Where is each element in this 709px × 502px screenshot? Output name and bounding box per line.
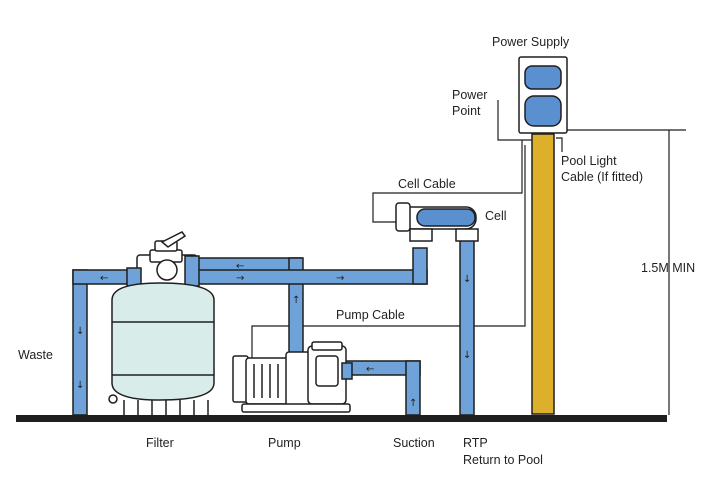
chlorinator-cell <box>395 202 479 242</box>
flow-arrow-return-down-2: ↓ <box>463 350 471 361</box>
flow-arrow-upper-left: ← <box>236 261 244 272</box>
flow-arrow-waste-down-1: ↓ <box>76 326 84 337</box>
power-supply-unit <box>518 56 568 134</box>
label-rtp: RTP <box>463 436 488 450</box>
label-return-to-pool: Return to Pool <box>463 453 543 467</box>
label-waste: Waste <box>18 348 53 362</box>
flow-arrow-pump-up: ↑ <box>292 295 300 306</box>
label-pool-light-line2: Cable (If fitted) <box>561 170 643 184</box>
label-cell-cable: Cell Cable <box>398 177 456 191</box>
cell-cable <box>372 140 523 223</box>
pool-pump <box>232 341 353 413</box>
flow-arrow-return-down-1: ↓ <box>463 274 471 285</box>
flow-arrow-waste-left: ← <box>100 273 108 284</box>
pump-cable <box>251 145 526 358</box>
pool-light-cable <box>556 137 563 152</box>
label-height-min: 1.5M MIN <box>641 261 696 275</box>
label-pump: Pump <box>268 436 301 450</box>
flow-arrow-suction-up: ↑ <box>409 398 417 409</box>
plumbing-pipes <box>72 239 475 416</box>
ground-line <box>16 415 667 422</box>
filter-tank <box>108 282 215 415</box>
flow-arrow-lower-right-2: → <box>336 273 344 284</box>
power-point-cable <box>497 100 532 141</box>
multiport-valve <box>126 231 200 287</box>
label-suction: Suction <box>393 436 435 450</box>
label-cell: Cell <box>485 209 507 223</box>
flow-arrow-lower-right-1: → <box>236 273 244 284</box>
label-pump-cable: Pump Cable <box>336 308 405 322</box>
label-power-point-line2: Point <box>452 104 481 118</box>
flow-arrow-suction-left: ← <box>366 364 374 375</box>
label-filter: Filter <box>146 436 174 450</box>
mounting-post <box>531 133 555 415</box>
label-power-point-line1: Power <box>452 88 488 102</box>
label-pool-light-line1: Pool Light <box>561 154 617 168</box>
flow-arrow-waste-down-2: ↓ <box>76 380 84 391</box>
label-power-supply: Power Supply <box>492 35 570 49</box>
